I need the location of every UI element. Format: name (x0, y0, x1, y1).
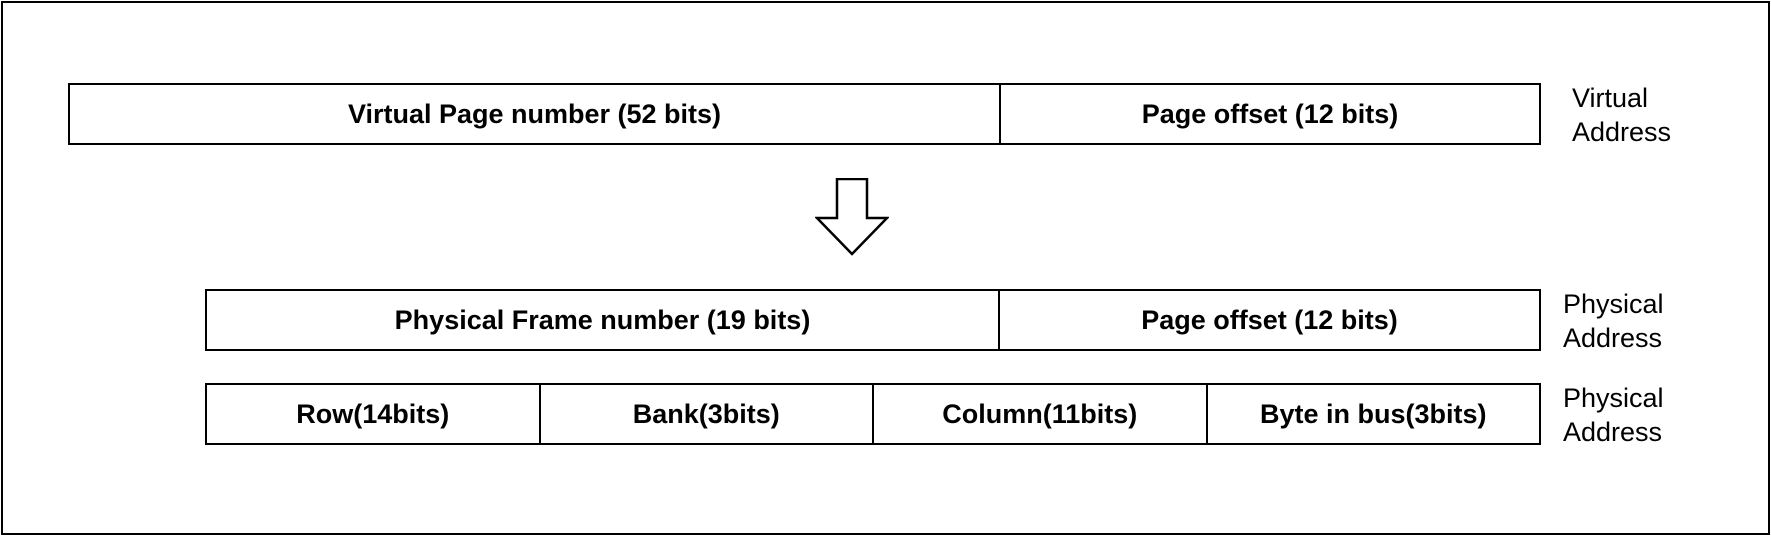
physical-address-label-line1: Physical (1563, 289, 1664, 319)
physical-address-bar: Physical Frame number (19 bits) Page off… (205, 289, 1541, 351)
row-field: Row(14bits) (296, 398, 450, 429)
byte-in-bus-field: Byte in bus(3bits) (1205, 385, 1540, 443)
column-field: Column(11bits) (872, 385, 1206, 443)
dram-physical-address-label-line1: Physical (1563, 383, 1664, 413)
virtual-page-number-field: Virtual Page number (52 bits) (347, 98, 722, 129)
virtual-address-label-line1: Virtual (1572, 83, 1649, 113)
dram-physical-address-label-line2: Address (1563, 417, 1663, 447)
virtual-page-offset-field: Page offset (12 bits) (999, 85, 1539, 143)
bank-field: Bank(3bits) (538, 385, 873, 443)
physical-page-offset-field: Page offset (12 bits) (998, 291, 1539, 349)
dram-physical-address-label: Physical Address (1563, 381, 1664, 449)
dram-address-bar: Row(14bits) Bank(3bits) Column(11bits) B… (205, 383, 1541, 445)
virtual-address-label: Virtual Address (1572, 81, 1671, 149)
virtual-address-bar: Virtual Page number (52 bits) Page offse… (68, 83, 1541, 145)
virtual-address-label-line2: Address (1572, 117, 1672, 147)
physical-address-label: Physical Address (1563, 287, 1664, 355)
physical-frame-number-field: Physical Frame number (19 bits) (394, 304, 811, 335)
physical-address-label-line2: Address (1563, 323, 1663, 353)
down-arrow-icon (815, 178, 889, 256)
